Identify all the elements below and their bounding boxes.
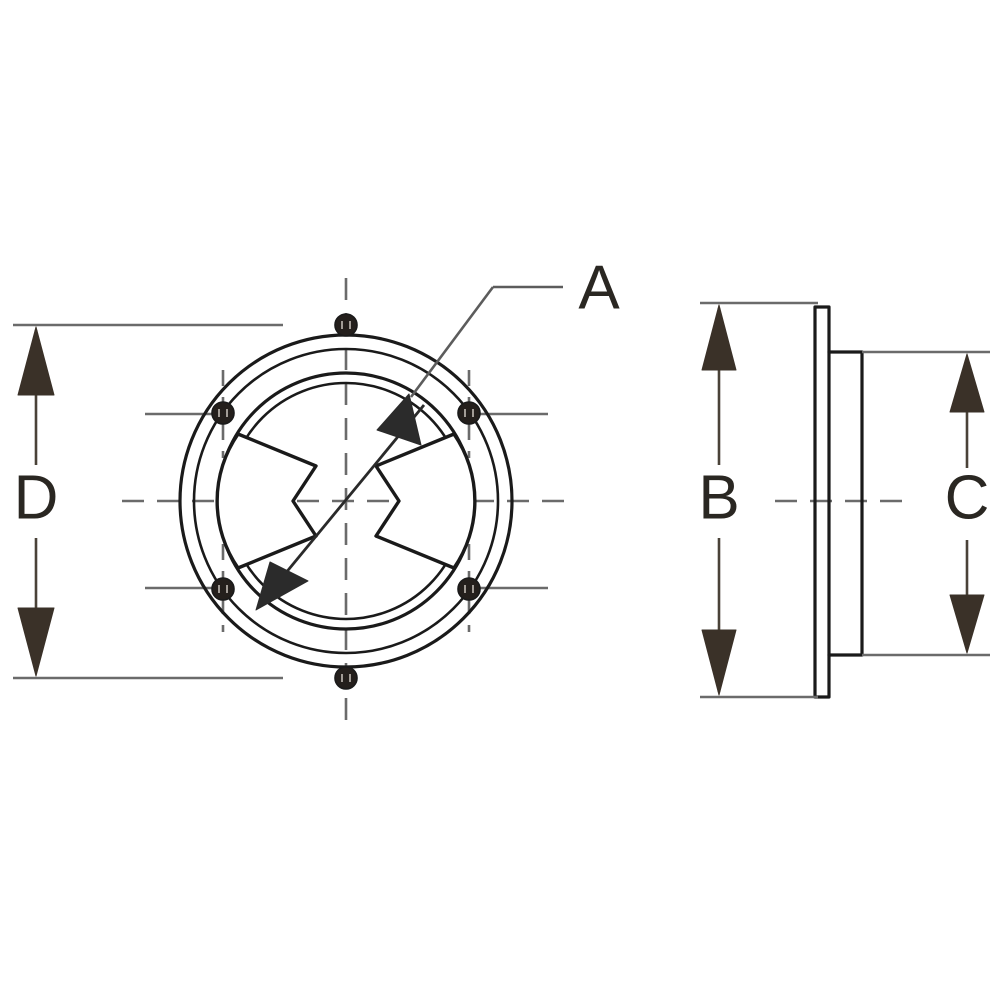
dimension-label-b: B [698,463,739,532]
b-arrow-head-top [701,304,737,371]
cover-turn-handle [215,432,477,570]
fastener-group [211,313,481,690]
fastener-upper-right [457,401,481,425]
dimension-b-group: B [698,301,818,699]
dimension-c-group: C [862,350,990,657]
front-view-group [122,278,572,728]
dimension-label-a: A [578,253,620,322]
side-barrel-profile [827,350,864,657]
b-arrow-head-bottom [701,629,737,696]
c-arrow-head-top [949,353,985,413]
fastener-bottom [334,666,358,690]
side-view-group [775,305,905,699]
fastener-upper-left [211,401,235,425]
fastener-lower-right [457,577,481,601]
flange-inner-edge-circle [192,347,500,655]
dimension-label-d: D [14,463,59,532]
handle-wedge-right [374,432,477,570]
side-flange-plate [813,305,831,699]
dimension-d-group: D [13,323,283,680]
turn-direction-arrow [255,393,426,611]
d-arrow-head-bottom [17,607,55,677]
fastener-top [334,313,358,337]
handle-wedge-left [215,432,318,570]
d-arrow-head-top [17,326,55,396]
dimension-label-c: C [945,463,990,532]
turn-arrow-head-lower [255,561,309,611]
fastener-lower-left [211,577,235,601]
turn-arrow-head-upper [376,393,422,446]
c-arrow-head-bottom [949,594,985,654]
callout-a-leader [409,285,563,398]
